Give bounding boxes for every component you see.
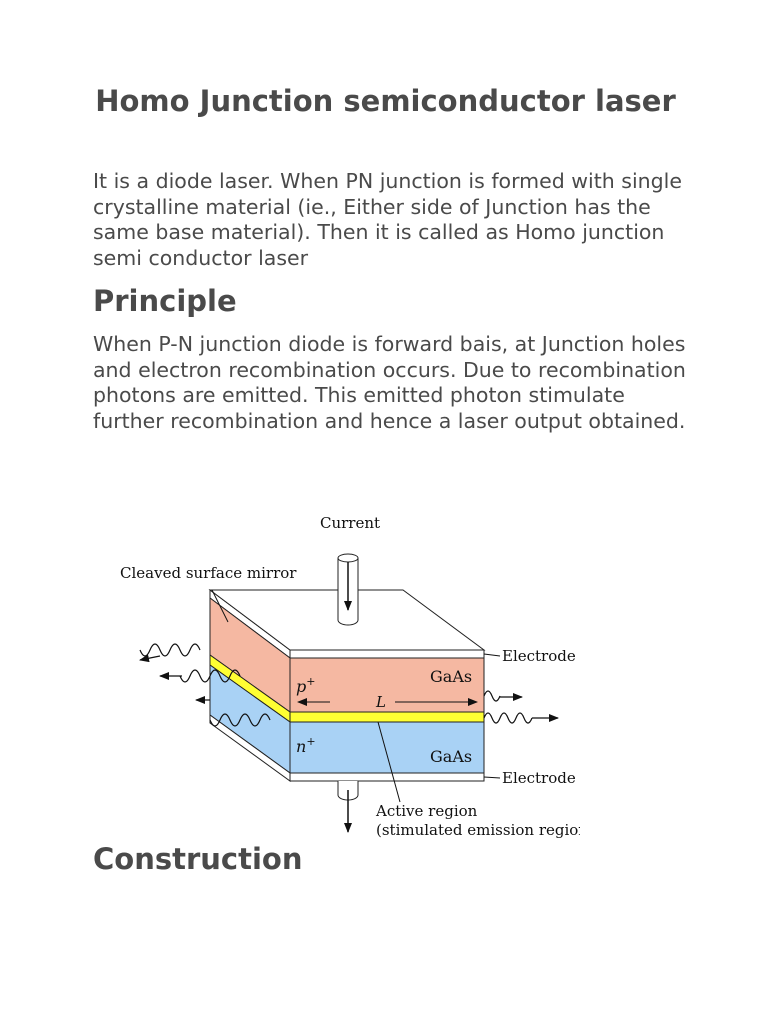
mirror-label: Cleaved surface mirror [120, 564, 297, 582]
length-label: L [375, 693, 386, 711]
photon-wave-left-3 [209, 713, 271, 727]
gaas-top-label: GaAs [430, 667, 472, 686]
front-electrode-bottom [289, 772, 485, 782]
photon-wave-left-2 [179, 669, 241, 683]
active-region-label-1: Active region [375, 802, 478, 820]
photon-wave-right-2 [483, 712, 533, 724]
current-label: Current [320, 514, 380, 532]
photon-wave-left-1 [139, 643, 201, 657]
laser-diagram: L Current Cleaved surface mirror Electro… [120, 514, 580, 839]
active-region-label-2: (stimulated emission region) [376, 821, 580, 839]
photon-wave-right-1 [483, 690, 501, 702]
front-n-region [289, 721, 485, 774]
p-label: p+ [296, 675, 315, 696]
principle-paragraph: When P-N junction diode is forward bais,… [93, 332, 686, 433]
gaas-bottom-label: GaAs [430, 747, 472, 766]
n-label: n+ [296, 735, 316, 756]
page-title: Homo Junction semiconductor laser [95, 84, 676, 118]
front-active-region [289, 711, 485, 723]
construction-heading: Construction [93, 842, 303, 876]
front-electrode-top [289, 649, 485, 659]
electrode-bottom-label: Electrode [502, 769, 576, 787]
front-p-region [289, 657, 485, 713]
electrode-top-label: Electrode [502, 647, 576, 665]
principle-heading: Principle [93, 284, 237, 318]
intro-paragraph: It is a diode laser. When PN junction is… [93, 169, 682, 270]
